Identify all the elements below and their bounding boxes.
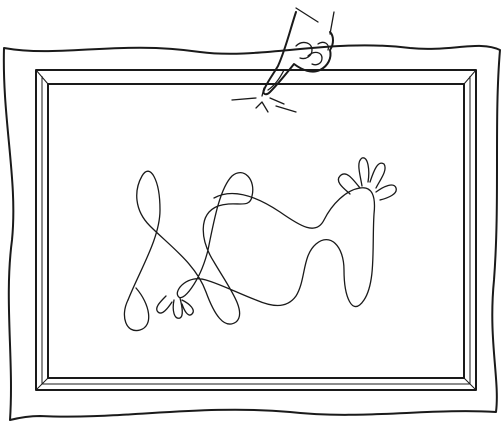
scribble-doodle-icon: [124, 158, 396, 331]
picture-frame-icon: [36, 70, 476, 390]
paper-sheet-icon: [4, 45, 500, 420]
